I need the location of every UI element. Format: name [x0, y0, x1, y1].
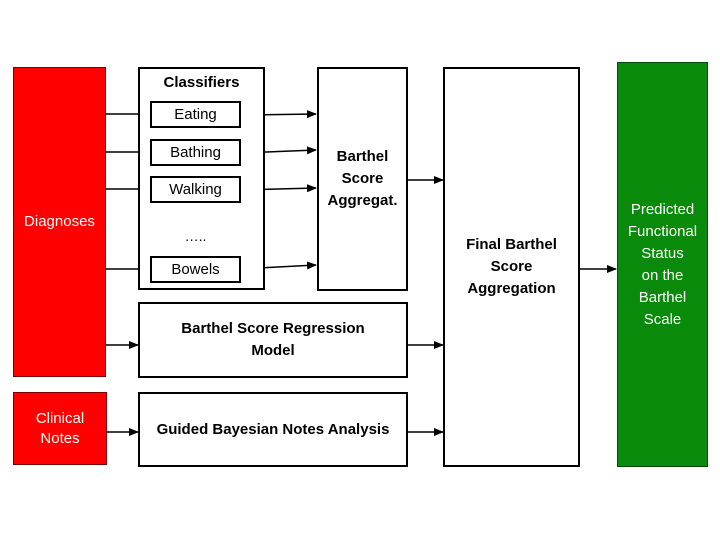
barthel-score-aggregator-label: Barthel Score Aggregat.	[327, 148, 398, 209]
notes-analysis-label: Guided Bayesian Notes Analysis	[156, 420, 390, 438]
diagnoses-box: Diagnoses	[13, 67, 106, 377]
classifier-eating: Eating	[150, 101, 241, 128]
classifier-bathing-label: Bathing	[170, 144, 221, 161]
notes-analysis-box: Guided Bayesian Notes Analysis	[138, 392, 408, 467]
classifier-ellipsis: …..	[184, 228, 207, 244]
classifiers-title: Classifiers	[163, 74, 240, 91]
final-aggregation-label: Final Barthel Score Aggregation	[466, 236, 557, 297]
classifier-eating-label: Eating	[174, 106, 217, 123]
predicted-status-box: Predicted Functional Status on the Barth…	[617, 62, 708, 467]
classifier-walking: Walking	[150, 176, 241, 203]
regression-model-label: Barthel Score Regression Model	[181, 320, 365, 359]
classifier-bathing: Bathing	[150, 139, 241, 166]
classifier-walking-label: Walking	[169, 181, 222, 198]
classifier-bowels-label: Bowels	[171, 261, 220, 278]
clinical-notes-label: Clinical Notes	[35, 409, 85, 447]
predicted-status-label: Predicted Functional Status on the Barth…	[627, 200, 698, 328]
final-aggregation-box: Final Barthel Score Aggregation	[443, 67, 580, 467]
barthel-score-aggregator-box: Barthel Score Aggregat.	[317, 67, 408, 291]
classifier-bowels: Bowels	[150, 256, 241, 283]
regression-model-box: Barthel Score Regression Model	[138, 302, 408, 378]
clinical-notes-box: Clinical Notes	[13, 392, 107, 465]
diagnoses-label: Diagnoses	[24, 213, 95, 230]
